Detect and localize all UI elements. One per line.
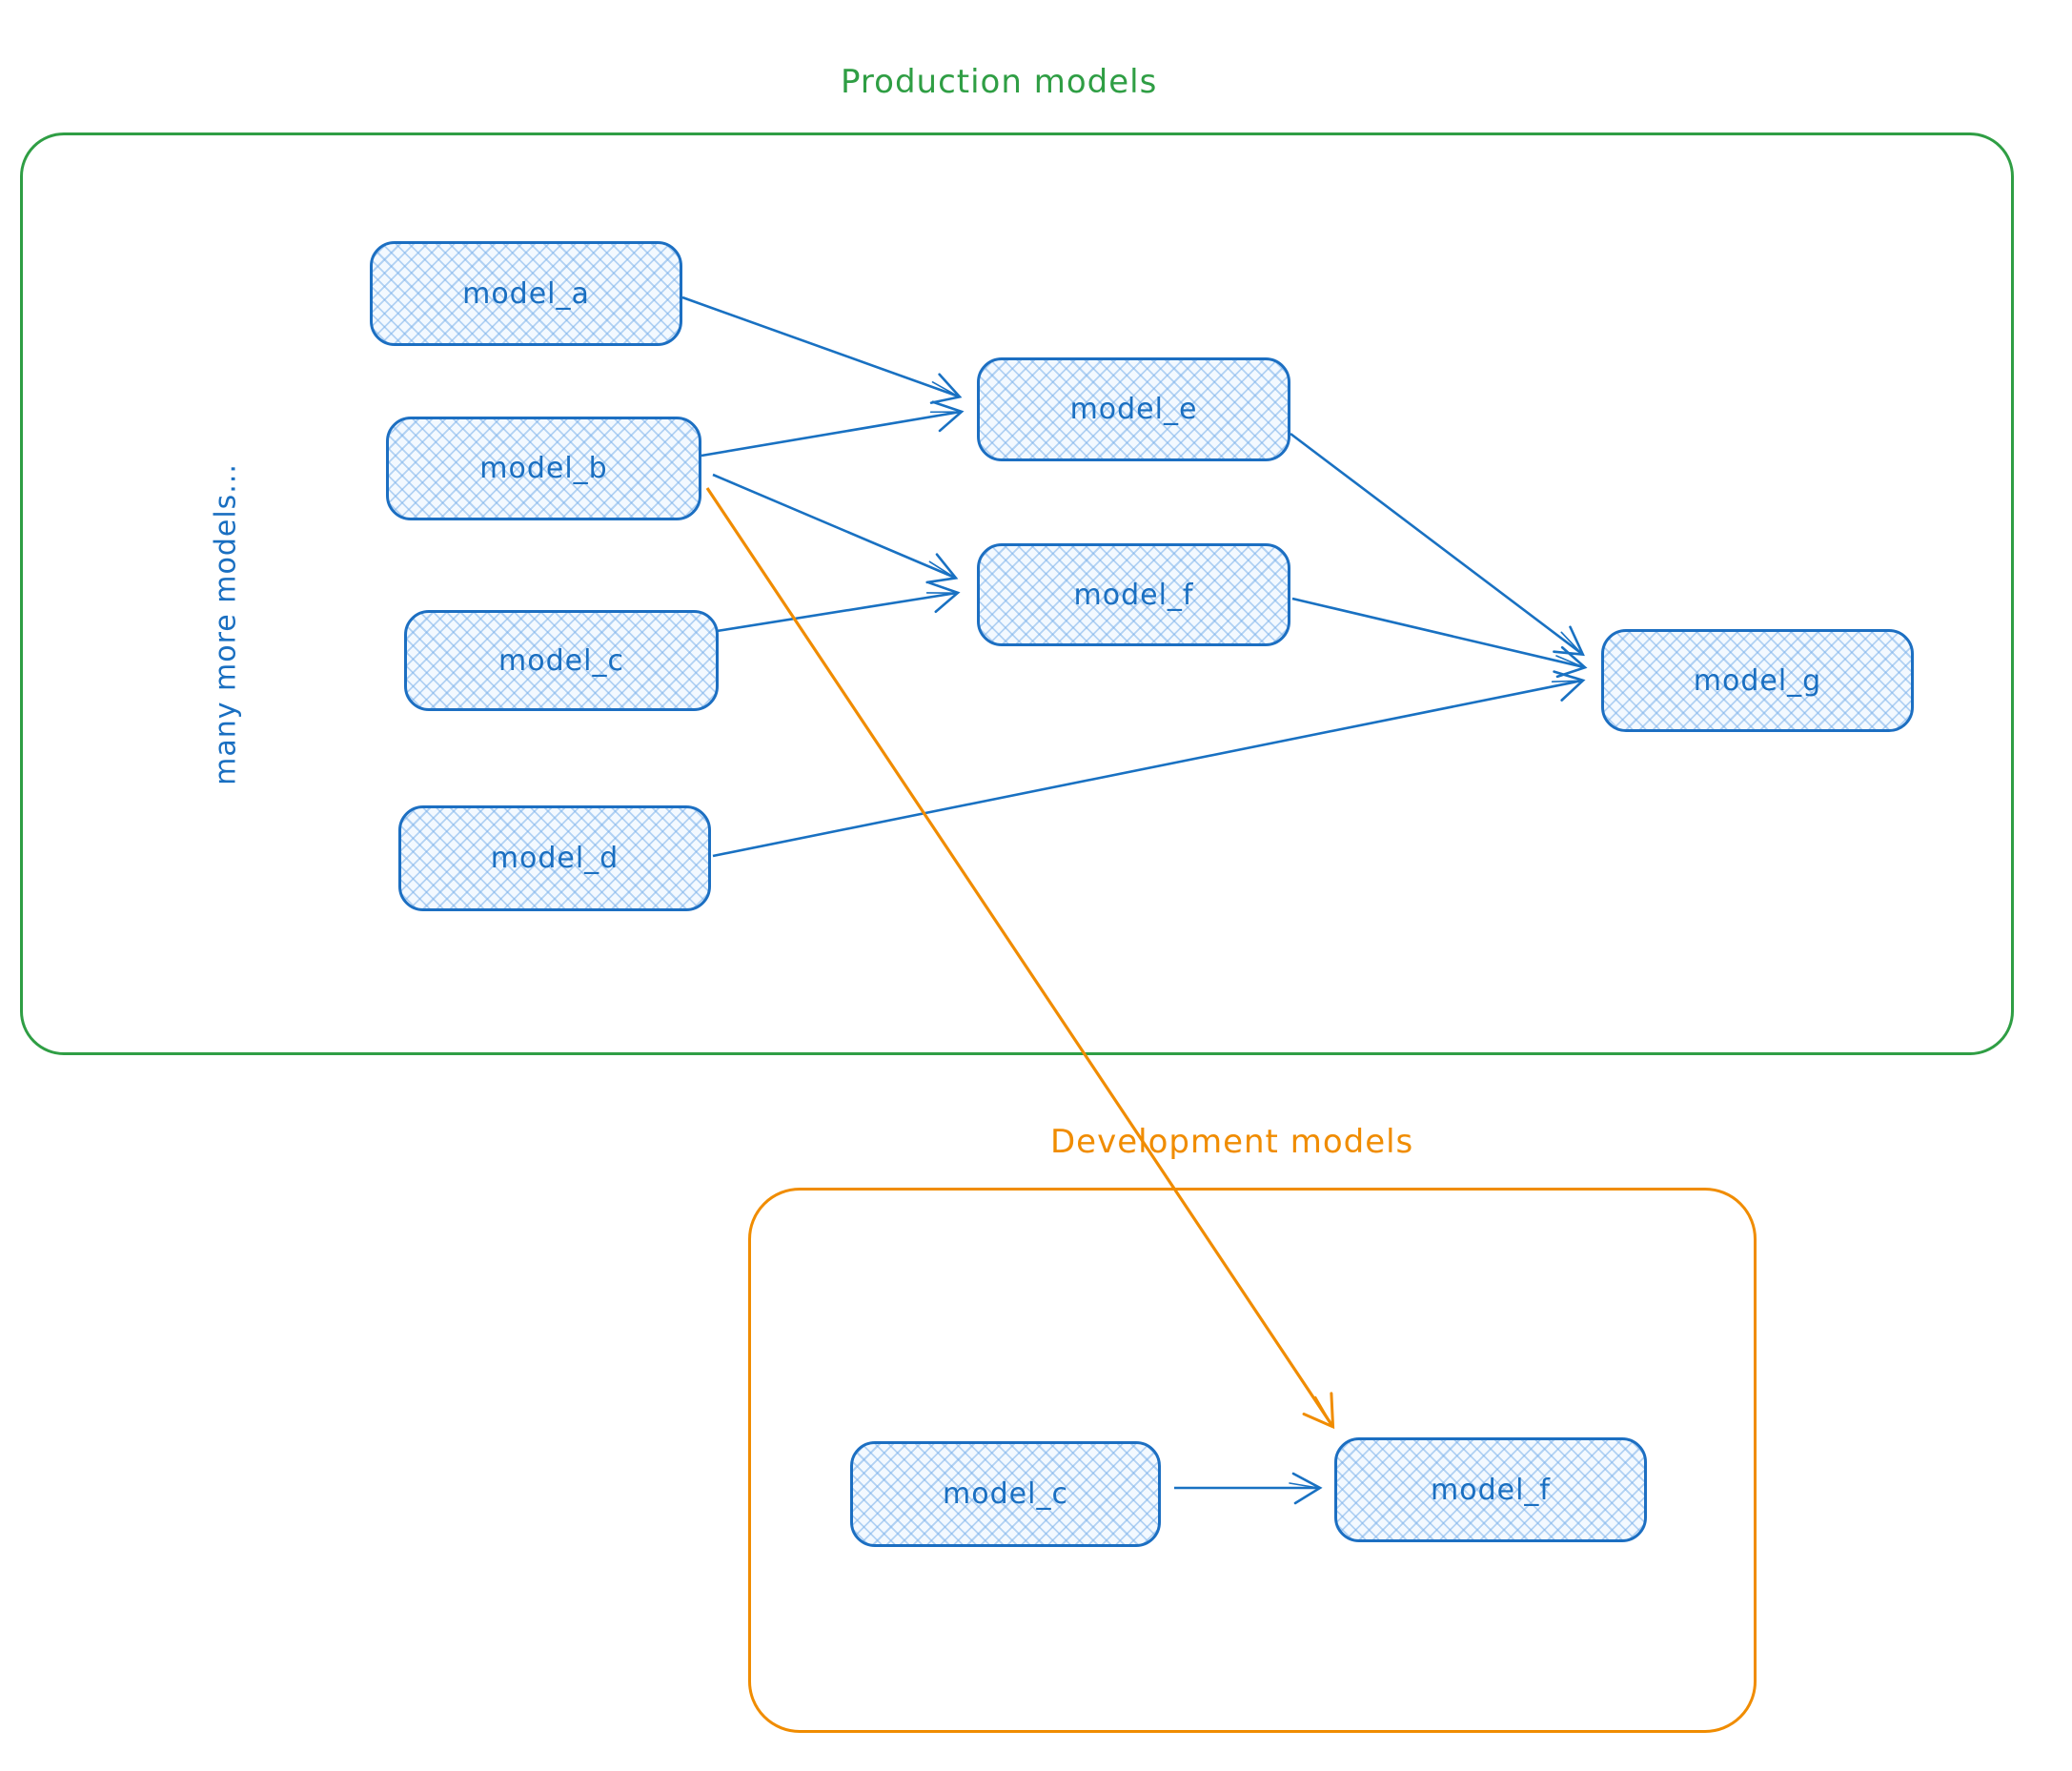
node-model-b: model_b <box>386 417 701 520</box>
node-model-e-label: model_e <box>1069 393 1198 426</box>
node-model-a: model_a <box>370 241 682 346</box>
node-model-f: model_f <box>977 543 1290 646</box>
node-model-d-label: model_d <box>490 842 620 875</box>
node-model-b-label: model_b <box>479 452 608 485</box>
development-group-title: Development models <box>1050 1123 1414 1161</box>
node-dev-model-c: model_c <box>850 1441 1161 1547</box>
node-dev-model-f: model_f <box>1334 1437 1647 1542</box>
node-dev-model-f-label: model_f <box>1431 1473 1551 1507</box>
node-model-a-label: model_a <box>462 276 590 311</box>
node-model-g-label: model_g <box>1693 663 1822 698</box>
node-model-c-label: model_c <box>498 643 624 678</box>
node-model-f-label: model_f <box>1073 578 1194 612</box>
node-model-e: model_e <box>977 357 1290 461</box>
node-model-c: model_c <box>404 610 719 711</box>
many-more-models-note: many more models... <box>209 463 243 785</box>
node-model-g: model_g <box>1601 629 1914 732</box>
node-model-d: model_d <box>398 805 711 911</box>
production-group-title: Production models <box>841 63 1158 101</box>
node-dev-model-c-label: model_c <box>943 1477 1068 1511</box>
